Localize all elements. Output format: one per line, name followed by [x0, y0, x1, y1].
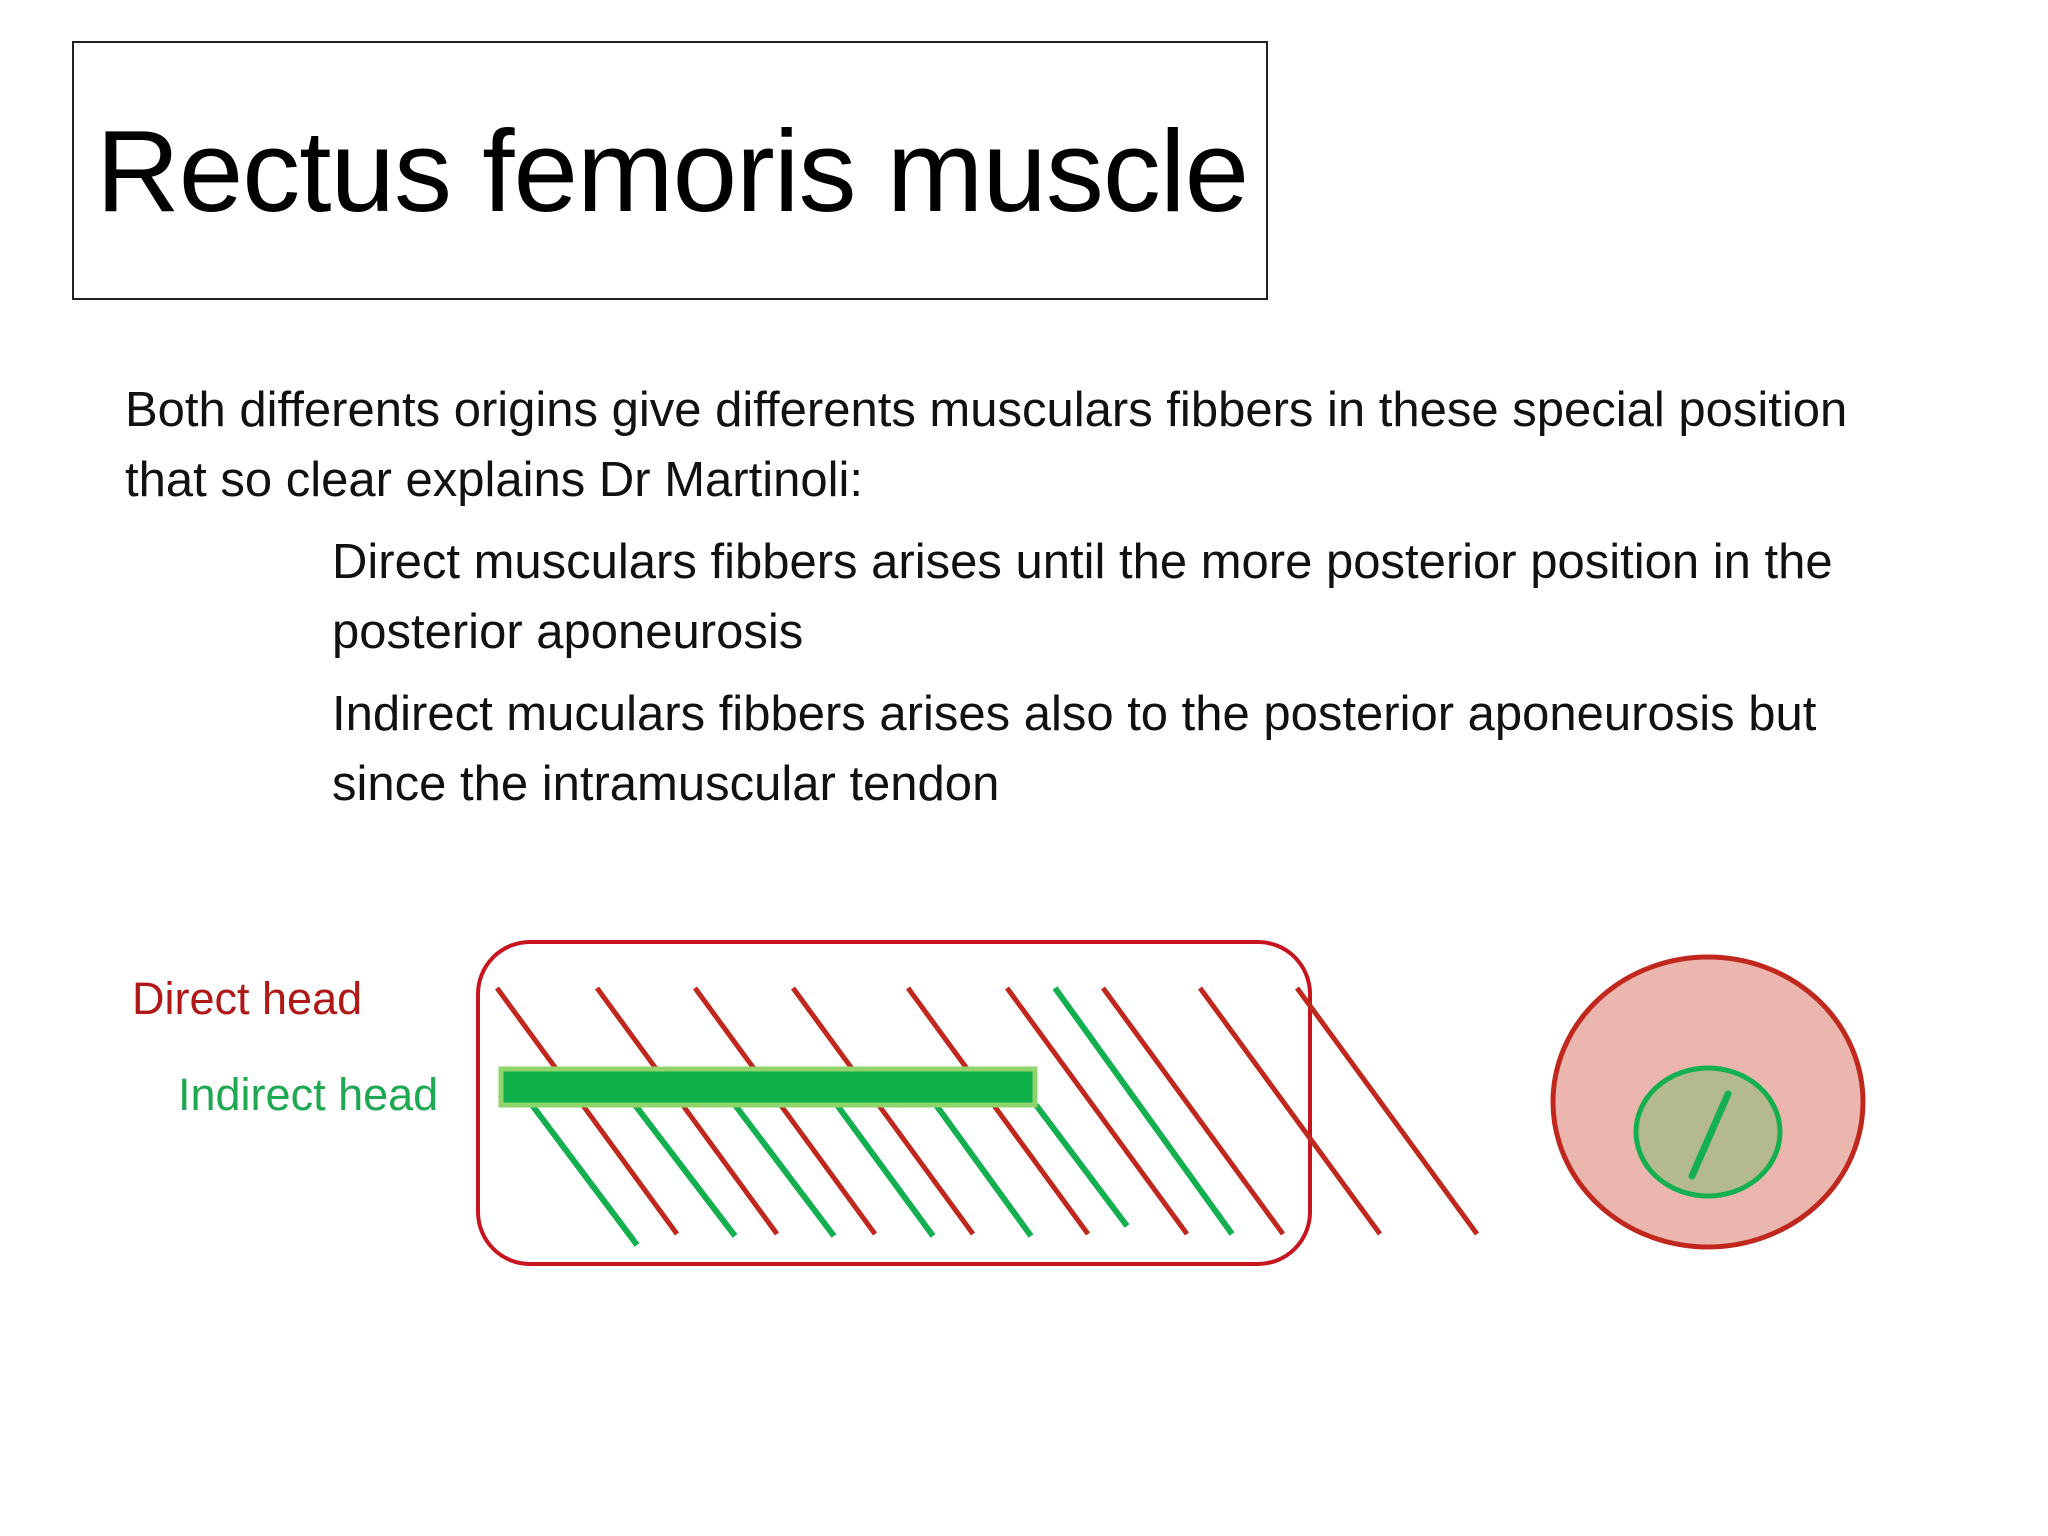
- bullet-direct-fibers: Direct musculars fibbers arises until th…: [332, 535, 1833, 659]
- direct-fiber: [905, 986, 1091, 1236]
- indirect-fiber: [732, 1103, 837, 1238]
- direct-fibers: [494, 986, 1480, 1236]
- indirect-fiber: [529, 1103, 640, 1247]
- slide-title: Rectus femoris muscle: [96, 105, 1249, 236]
- indirect-fiber: [632, 1103, 738, 1238]
- direct-fiber: [790, 986, 976, 1236]
- label-direct-head: Direct head: [132, 973, 363, 1024]
- label-indirect-head: Indirect head: [178, 1069, 439, 1120]
- cross-section-fiber: [1688, 1090, 1732, 1180]
- indirect-fiber: [834, 1103, 936, 1238]
- indirect-fibers: [529, 986, 1235, 1247]
- direct-fiber: [1197, 986, 1383, 1236]
- cross-section-muscle: [1550, 954, 1866, 1250]
- title-box: Rectus femoris muscle: [72, 41, 1268, 300]
- intramuscular-tendon: [498, 1066, 1038, 1108]
- direct-fiber: [594, 986, 780, 1236]
- indirect-fiber: [933, 1103, 1034, 1238]
- direct-fiber: [1100, 986, 1286, 1236]
- intro-paragraph: Both differents origins give differents …: [125, 383, 1848, 507]
- indirect-fiber: [1033, 1103, 1130, 1228]
- direct-fiber: [692, 986, 878, 1236]
- indirect-fiber: [1052, 986, 1235, 1236]
- muscle-outline: [476, 940, 1312, 1266]
- bullet-indirect-fibers: Indirect muculars fibbers arises also to…: [332, 687, 1817, 811]
- direct-fiber: [1004, 986, 1190, 1236]
- longitudinal-view: [476, 940, 1480, 1266]
- cross-section-tendon: [1633, 1065, 1783, 1199]
- direct-fiber: [494, 986, 680, 1236]
- direct-fiber: [1294, 986, 1480, 1236]
- cross-section-view: [1550, 954, 1866, 1250]
